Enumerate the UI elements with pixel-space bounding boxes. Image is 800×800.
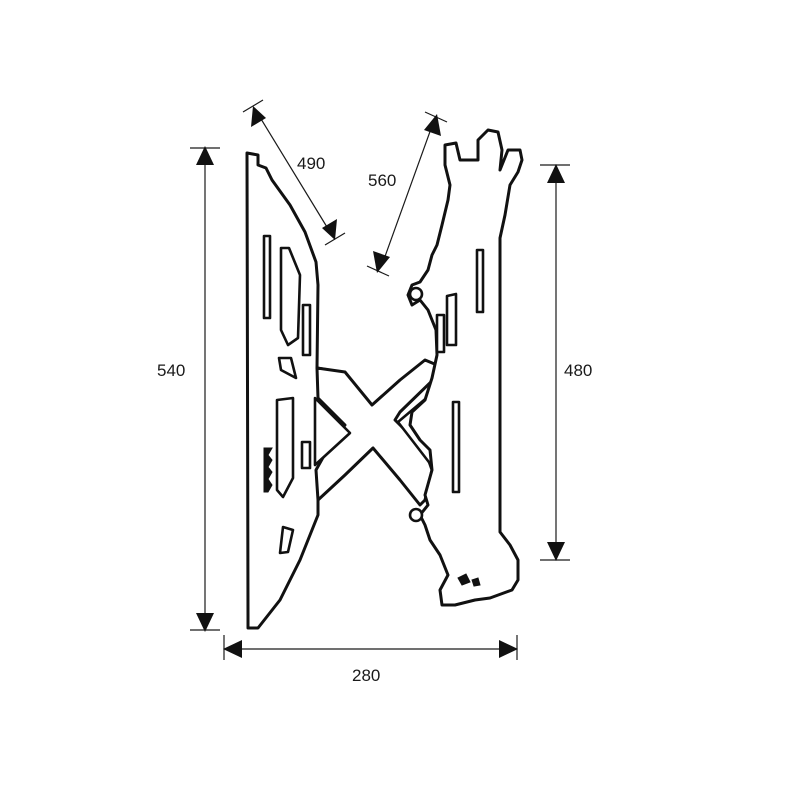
arrow-upper	[251, 106, 266, 127]
left-wall-plate	[245, 151, 372, 630]
dimension-540: 540	[157, 146, 220, 632]
dimension-280: 280	[223, 635, 518, 685]
label-280: 280	[352, 666, 380, 685]
arrow-down	[196, 613, 214, 632]
arrow-lower	[322, 219, 337, 240]
arrow-upper	[424, 114, 441, 136]
dimension-480: 480	[540, 164, 592, 561]
label-540: 540	[157, 361, 185, 380]
dimension-560: 560	[366, 111, 448, 277]
label-490: 490	[297, 154, 325, 173]
dimension-490: 490	[242, 99, 346, 246]
arrow-right	[499, 640, 518, 658]
arrow-lower	[373, 251, 390, 273]
arrow-up	[547, 164, 565, 183]
right-tv-bracket	[406, 128, 524, 607]
arrow-down	[547, 542, 565, 561]
arrow-up	[196, 146, 214, 165]
label-560: 560	[368, 171, 396, 190]
label-480: 480	[564, 361, 592, 380]
arrow-left	[223, 640, 242, 658]
